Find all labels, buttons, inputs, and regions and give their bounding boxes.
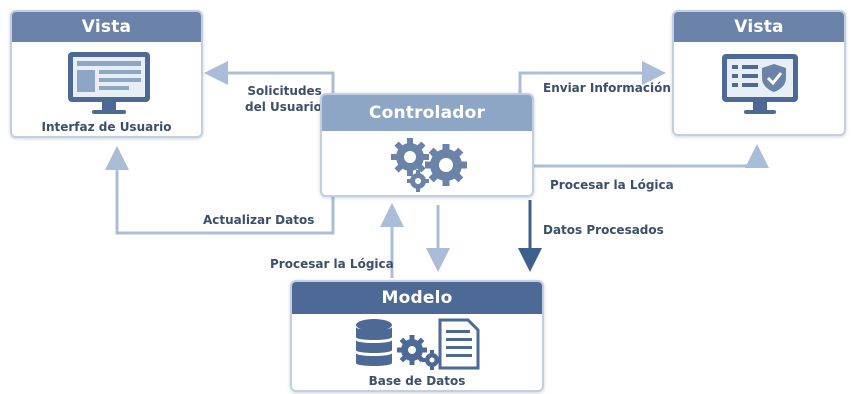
label-process-logic-right: Procesar la Lógica [550, 178, 674, 192]
arrow-process-logic-right [534, 144, 769, 168]
label-update-data: Actualizar Datos [203, 213, 315, 227]
view-right-title: Vista [674, 12, 844, 42]
arrow-user-requests [204, 61, 335, 93]
arrow-update-data [105, 146, 335, 235]
monitor-check-icon [722, 54, 798, 114]
view-left-title: Vista [12, 12, 201, 42]
database-document-icon [356, 318, 480, 370]
label-send-info: Enviar Información [543, 81, 671, 95]
view-box-right: Vista [672, 10, 846, 136]
controller-title: Controlador [322, 95, 532, 131]
arrow-send-info [518, 61, 666, 93]
label-processed-data: Datos Procesados [543, 223, 664, 237]
controller-box: Controlador [320, 93, 534, 197]
view-left-caption: Interfaz de Usuario [41, 120, 172, 134]
label-user-requests: Solicitudes del Usuario [245, 84, 322, 114]
label-process-logic-left: Procesar la Lógica [270, 257, 394, 271]
view-box-left: Vista Interfaz de Usuario [10, 10, 203, 138]
model-title: Modelo [292, 282, 542, 314]
monitor-ui-icon [68, 52, 150, 114]
model-box: Modelo Base de Datos [290, 280, 544, 392]
model-caption: Base de Datos [368, 374, 466, 388]
gears-icon [391, 138, 467, 192]
